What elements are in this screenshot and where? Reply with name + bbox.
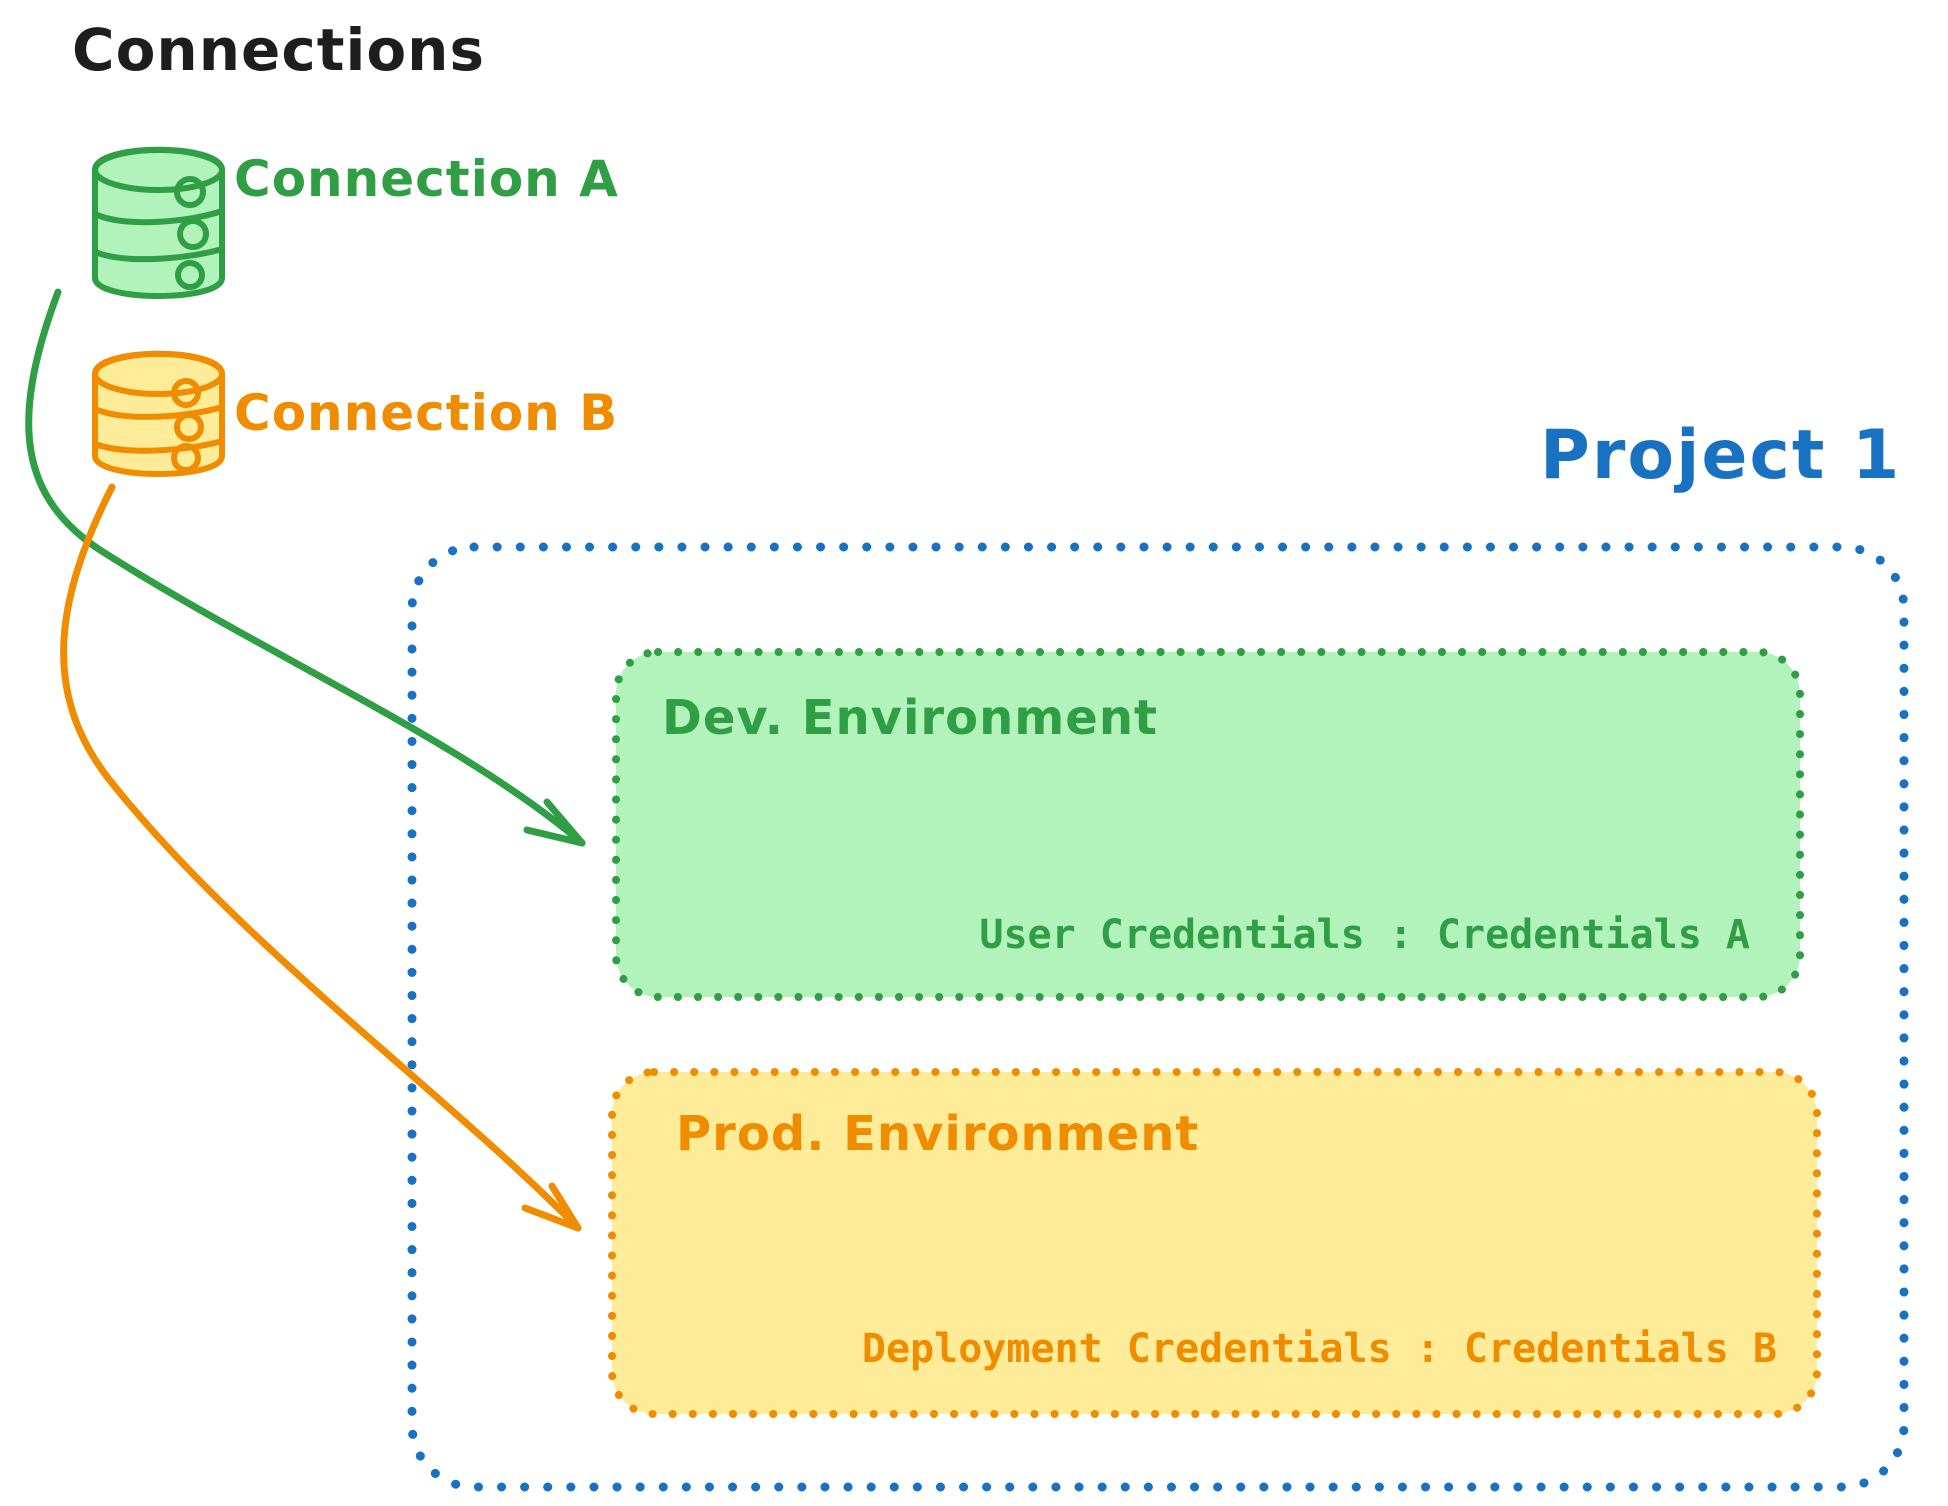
connection-b-arrow: [60, 483, 582, 1232]
project-container-box: [407, 542, 1909, 1492]
prod-environment-box: [608, 1068, 1821, 1418]
connection-a-label: Connection A: [234, 150, 619, 208]
project-title: Project 1: [1540, 416, 1902, 495]
connection-a-arrow: [25, 288, 586, 847]
dev-credentials-text: User Credentials : Credentials A: [979, 912, 1750, 958]
prod-credentials-text: Deployment Credentials : Credentials B: [861, 1326, 1777, 1372]
dev-environment-title: Dev. Environment: [662, 690, 1158, 746]
connections-title: Connections: [72, 16, 485, 84]
database-icon: [92, 146, 225, 299]
dev-environment-box: [612, 648, 1804, 1001]
connection-b-label: Connection B: [234, 384, 619, 442]
prod-environment-title: Prod. Environment: [676, 1106, 1200, 1162]
database-icon: [92, 350, 225, 477]
